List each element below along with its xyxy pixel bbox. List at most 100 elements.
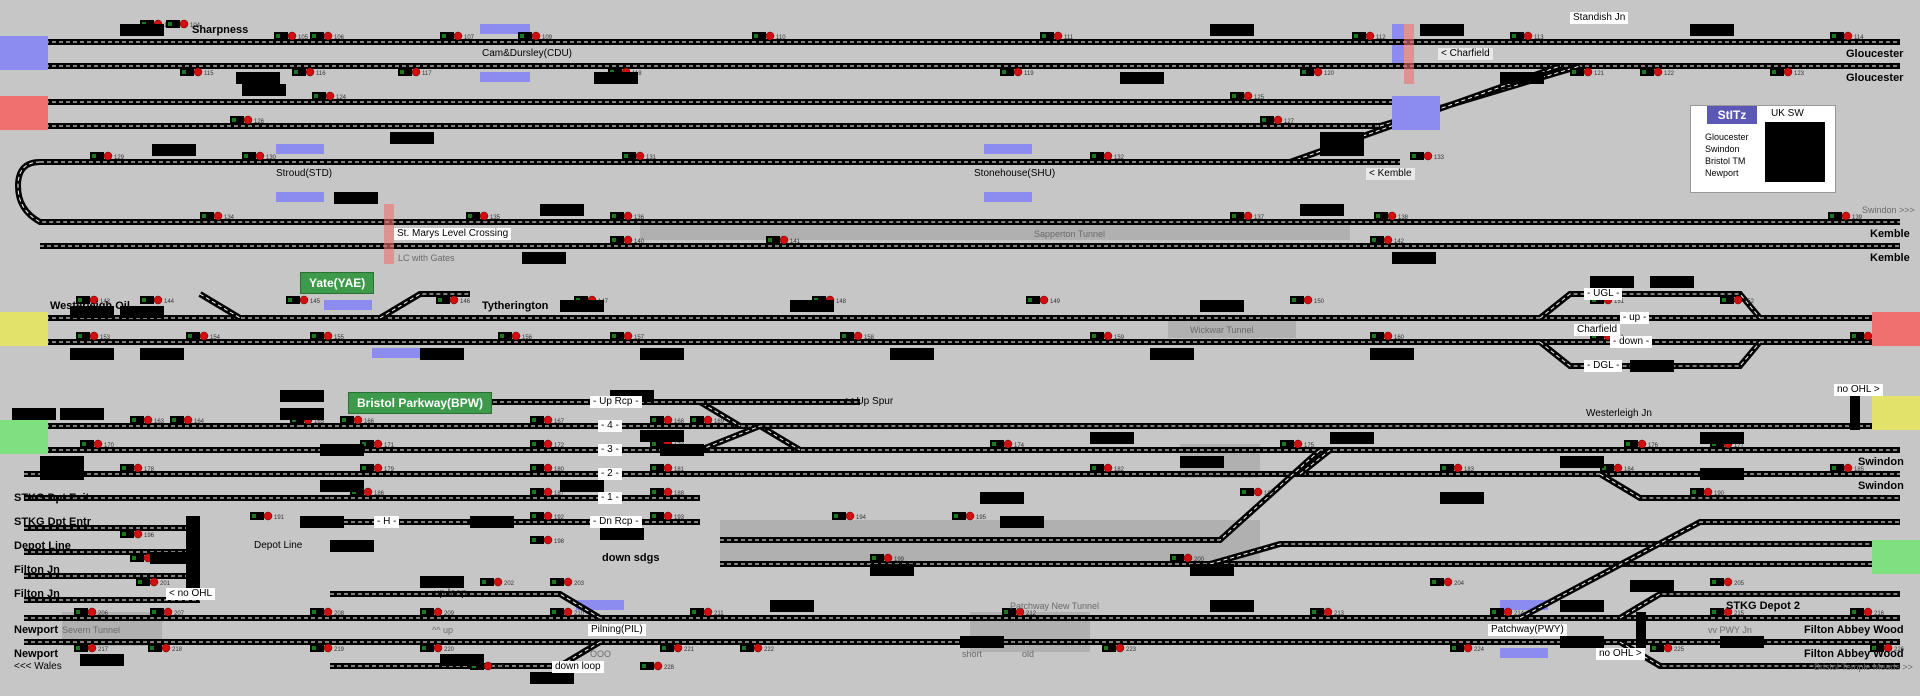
signal-red-aspect[interactable]	[287, 31, 297, 41]
signal-red-aspect[interactable]	[635, 151, 645, 161]
signal-red-aspect[interactable]	[1313, 67, 1323, 77]
signal-red-aspect[interactable]	[1323, 607, 1333, 617]
signal-red-aspect[interactable]	[89, 295, 99, 305]
signal-red-aspect[interactable]	[1293, 439, 1303, 449]
signal-red-aspect[interactable]	[93, 439, 103, 449]
signal-red-aspect[interactable]	[1841, 211, 1851, 221]
signal-red-aspect[interactable]	[1783, 67, 1793, 77]
signal-red-aspect[interactable]	[1583, 67, 1593, 77]
signal-red-aspect[interactable]	[161, 643, 171, 653]
signal-red-aspect[interactable]	[1243, 211, 1253, 221]
signal-red-aspect[interactable]	[323, 607, 333, 617]
signal-red-aspect[interactable]	[1053, 31, 1063, 41]
signal-red-aspect[interactable]	[1015, 607, 1025, 617]
signal-red-aspect[interactable]	[1843, 31, 1853, 41]
signal-red-aspect[interactable]	[663, 415, 673, 425]
signal-red-aspect[interactable]	[1303, 295, 1313, 305]
level-crossing[interactable]	[1404, 24, 1414, 84]
signal-red-aspect[interactable]	[1273, 115, 1283, 125]
signal-red-aspect[interactable]	[305, 67, 315, 77]
signal-red-aspect[interactable]	[133, 463, 143, 473]
signal-red-aspect[interactable]	[853, 331, 863, 341]
signal-red-aspect[interactable]	[243, 115, 253, 125]
signal-red-aspect[interactable]	[1115, 643, 1125, 653]
signal-red-aspect[interactable]	[563, 607, 573, 617]
signal-red-aspect[interactable]	[325, 91, 335, 101]
signal-red-aspect[interactable]	[255, 151, 265, 161]
signal-red-aspect[interactable]	[411, 67, 421, 77]
signal-red-aspect[interactable]	[663, 463, 673, 473]
signal-red-aspect[interactable]	[323, 643, 333, 653]
signal-red-aspect[interactable]	[543, 487, 553, 497]
entry-point-swindon-east[interactable]	[1872, 396, 1920, 430]
signal-red-aspect[interactable]	[1365, 31, 1375, 41]
signal-red-aspect[interactable]	[133, 529, 143, 539]
signal-red-aspect[interactable]	[1703, 487, 1713, 497]
signal-red-aspect[interactable]	[1387, 211, 1397, 221]
entry-point-charfield-east[interactable]	[1872, 312, 1920, 346]
signal-red-aspect[interactable]	[149, 577, 159, 587]
signal-red-aspect[interactable]	[179, 19, 189, 29]
signal-red-aspect[interactable]	[1423, 151, 1433, 161]
signal-red-aspect[interactable]	[1863, 331, 1873, 341]
signal-red-aspect[interactable]	[531, 31, 541, 41]
entry-point-kemble-east[interactable]	[1392, 96, 1440, 130]
signal-red-aspect[interactable]	[453, 31, 463, 41]
signal-red-aspect[interactable]	[765, 31, 775, 41]
signal-red-aspect[interactable]	[89, 331, 99, 341]
signal-red-aspect[interactable]	[1003, 439, 1013, 449]
signal-red-aspect[interactable]	[663, 511, 673, 521]
signal-red-aspect[interactable]	[1183, 553, 1193, 563]
signal-red-aspect[interactable]	[1103, 151, 1113, 161]
signal-red-aspect[interactable]	[1883, 643, 1893, 653]
signal-red-aspect[interactable]	[511, 331, 521, 341]
signal-red-aspect[interactable]	[543, 439, 553, 449]
signal-red-aspect[interactable]	[1723, 607, 1733, 617]
signal-red-aspect[interactable]	[353, 415, 363, 425]
signal-red-aspect[interactable]	[1613, 463, 1623, 473]
signal-red-aspect[interactable]	[1523, 31, 1533, 41]
signal-red-aspect[interactable]	[103, 151, 113, 161]
signal-red-aspect[interactable]	[323, 331, 333, 341]
signal-red-aspect[interactable]	[153, 295, 163, 305]
level-crossing[interactable]	[384, 204, 394, 264]
signal-red-aspect[interactable]	[323, 31, 333, 41]
signal-red-aspect[interactable]	[543, 511, 553, 521]
signal-red-aspect[interactable]	[493, 577, 503, 587]
signal-red-aspect[interactable]	[543, 535, 553, 545]
signal-red-aspect[interactable]	[883, 553, 893, 563]
signal-red-aspect[interactable]	[143, 415, 153, 425]
signal-red-aspect[interactable]	[653, 661, 663, 671]
signal-red-aspect[interactable]	[433, 607, 443, 617]
signal-red-aspect[interactable]	[299, 295, 309, 305]
signal-red-aspect[interactable]	[1733, 295, 1743, 305]
entry-point-gloucester-west[interactable]	[0, 36, 48, 70]
signal-red-aspect[interactable]	[87, 643, 97, 653]
signal-red-aspect[interactable]	[1723, 577, 1733, 587]
signal-red-aspect[interactable]	[193, 67, 203, 77]
signal-red-aspect[interactable]	[1637, 439, 1647, 449]
signal-red-aspect[interactable]	[1013, 67, 1023, 77]
signal-red-aspect[interactable]	[87, 607, 97, 617]
signal-red-aspect[interactable]	[1243, 91, 1253, 101]
signal-red-aspect[interactable]	[1843, 463, 1853, 473]
track-section[interactable]	[1598, 471, 1900, 501]
signal-red-aspect[interactable]	[543, 415, 553, 425]
signal-red-aspect[interactable]	[1383, 331, 1393, 341]
signal-red-aspect[interactable]	[673, 643, 683, 653]
signal-red-aspect[interactable]	[483, 661, 493, 671]
signal-red-aspect[interactable]	[623, 211, 633, 221]
signal-red-aspect[interactable]	[703, 415, 713, 425]
signal-red-aspect[interactable]	[1253, 487, 1263, 497]
signal-red-aspect[interactable]	[479, 211, 489, 221]
signal-red-aspect[interactable]	[543, 463, 553, 473]
signal-red-aspect[interactable]	[1653, 67, 1663, 77]
signal-red-aspect[interactable]	[779, 235, 789, 245]
signal-red-aspect[interactable]	[663, 487, 673, 497]
signal-red-aspect[interactable]	[965, 511, 975, 521]
signal-red-aspect[interactable]	[363, 487, 373, 497]
entry-point-sharpness-west[interactable]	[0, 96, 48, 130]
signal-red-aspect[interactable]	[183, 415, 193, 425]
signal-red-aspect[interactable]	[1503, 607, 1513, 617]
signal-red-aspect[interactable]	[163, 607, 173, 617]
